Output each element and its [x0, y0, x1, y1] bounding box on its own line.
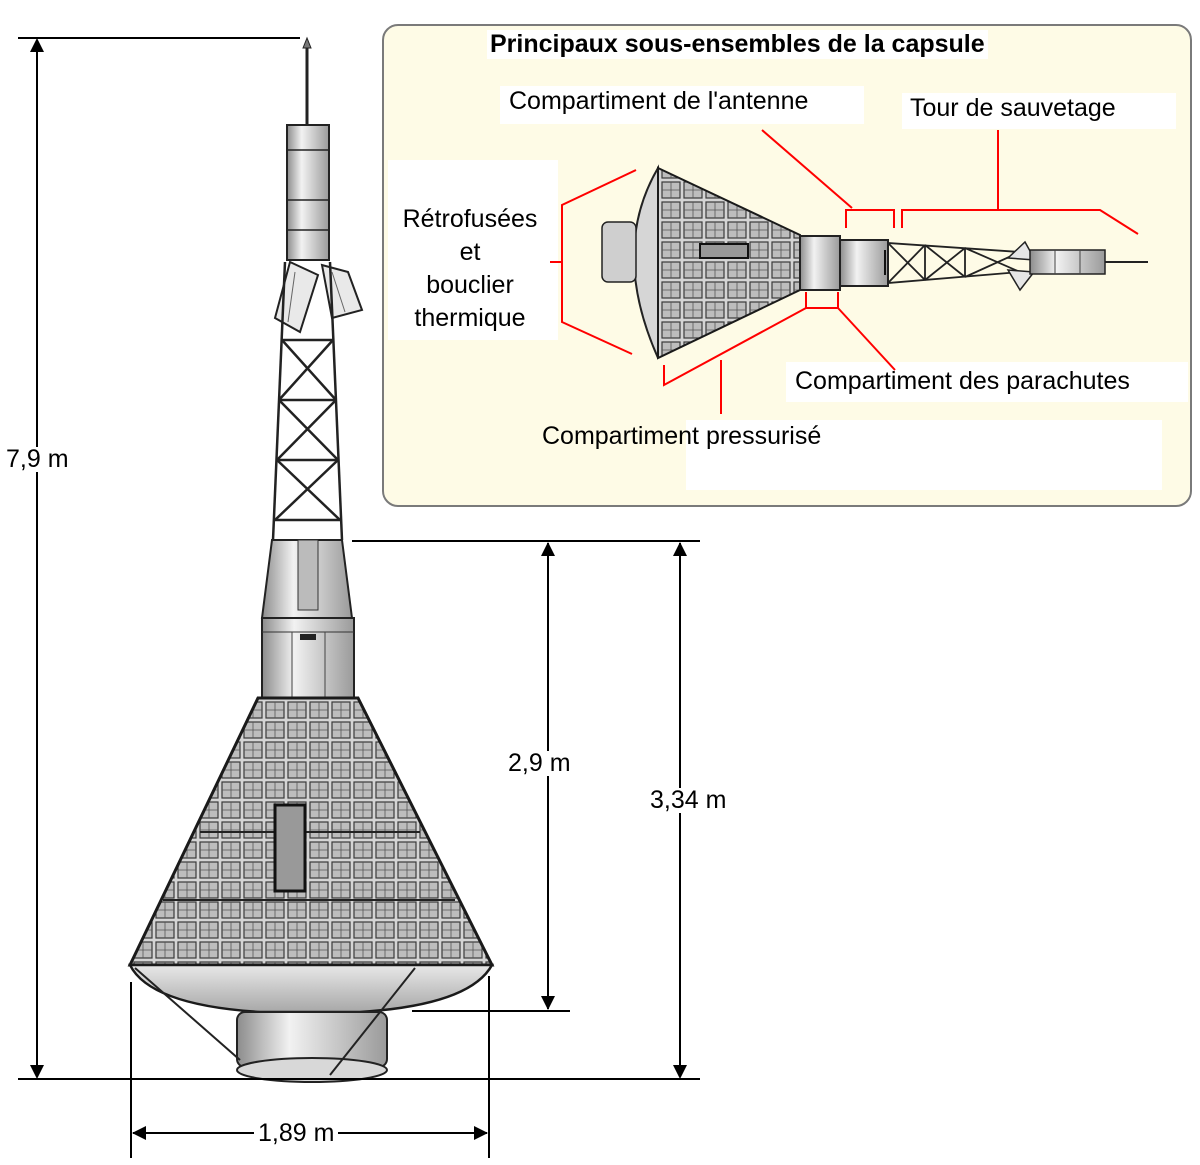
capsule-height-label: 2,9 m: [504, 751, 575, 776]
total-height-label: 7,9 m: [2, 447, 73, 472]
retro-label-line1: Rétrofusées: [402, 205, 538, 233]
inset-callouts: [540, 129, 1139, 414]
escape-rocket-motor: [286, 124, 330, 261]
retro-label-line2: et: [459, 238, 481, 266]
capsule-height-with-shield-label: 3,34 m: [646, 788, 731, 813]
retro-heatshield-label: Rétrofusées et bouclier thermique: [390, 203, 550, 335]
diameter-label: 1,89 m: [254, 1121, 339, 1146]
escape-tower-rod: [302, 36, 312, 125]
antenna-compartment-label: Compartiment de l'antenne: [509, 87, 809, 115]
inset-title: Principaux sous-ensembles de la capsule: [487, 30, 988, 59]
heat-shield: [127, 963, 495, 1083]
retro-label-line4: thermique: [414, 304, 526, 332]
inset-capsule: [601, 164, 1148, 360]
capsule-cone: [127, 696, 495, 967]
retro-label-line3: bouclier: [426, 271, 514, 299]
escape-tower-label: Tour de sauvetage: [910, 94, 1116, 122]
pressurized-compartment-label: Compartiment pressurisé: [542, 422, 822, 450]
escape-lattice-tower: [271, 261, 344, 541]
parachute-compartment-label: Compartiment des parachutes: [795, 367, 1130, 395]
